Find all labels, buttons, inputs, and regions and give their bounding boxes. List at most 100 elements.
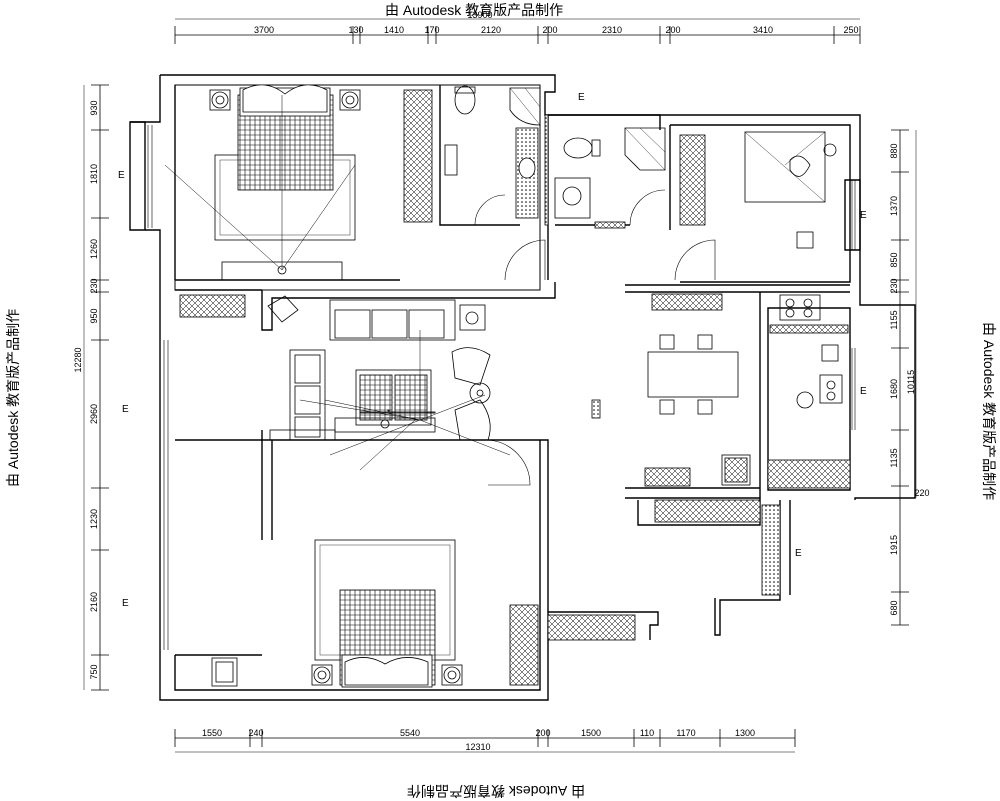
svg-text:E: E: [860, 210, 867, 221]
svg-text:1300: 1300: [735, 728, 755, 738]
svg-text:230: 230: [89, 278, 99, 293]
svg-text:12280: 12280: [73, 347, 83, 372]
svg-text:E: E: [122, 404, 129, 415]
armchair: [451, 347, 491, 386]
nightstand-lamp-icon: [341, 91, 359, 109]
watermark-bottom: 由 Autodesk 教育版产品制作: [407, 783, 586, 799]
svg-text:250: 250: [843, 25, 858, 35]
door-swing: [474, 194, 506, 226]
dimension-right-labels: 880 1370 850 230 1155 1680 1135 220 1915…: [889, 143, 930, 615]
svg-text:1550: 1550: [202, 728, 222, 738]
master-bedroom: [164, 84, 433, 281]
svg-text:200: 200: [535, 728, 550, 738]
person-icon: [796, 391, 814, 409]
svg-text:880: 880: [889, 143, 899, 158]
dimension-bottom-labels: 1550 240 5540 200 1500 110 1170 1300 123…: [202, 728, 755, 752]
dimension-left: [83, 84, 109, 691]
side-table-round: [469, 382, 491, 404]
watermark-left: 由 Autodesk 教育版产品制作: [5, 308, 21, 487]
cabinet: [644, 467, 691, 487]
svg-text:170: 170: [424, 25, 439, 35]
nightstand-lamp-icon: [313, 666, 331, 684]
lower-cabinets: [767, 459, 851, 489]
fridge: [721, 454, 751, 486]
bedroom-2: [211, 539, 539, 688]
svg-text:E: E: [118, 170, 125, 181]
svg-text:2160: 2160: [89, 592, 99, 612]
side-table: [459, 304, 486, 331]
svg-text:1680: 1680: [889, 379, 899, 399]
kitchen-sink-icon: [819, 374, 843, 404]
dimension-top: [174, 18, 861, 44]
dimension-top-labels: 13900 3700 130 1410 170 2120 200 2310 20…: [254, 10, 859, 35]
svg-text:E: E: [860, 386, 867, 397]
svg-text:110: 110: [640, 728, 654, 738]
dimension-bottom: [174, 729, 796, 753]
wardrobe: [403, 89, 433, 223]
svg-text:240: 240: [248, 728, 263, 738]
dining-area: [547, 293, 761, 641]
sink-icon: [562, 186, 582, 206]
svg-text:230: 230: [889, 278, 899, 293]
svg-text:1230: 1230: [89, 509, 99, 529]
washbasin: [211, 657, 238, 687]
stove-icon: [779, 294, 821, 321]
svg-text:12310: 12310: [465, 742, 490, 752]
door-swing: [487, 439, 531, 486]
living-room: [179, 294, 531, 486]
sofa: [329, 299, 456, 341]
tv-console: [387, 409, 390, 412]
bed: [744, 131, 826, 203]
door-swing: [504, 239, 546, 281]
armchair: [454, 399, 491, 441]
toilet-icon: [563, 137, 593, 159]
svg-text:3700: 3700: [254, 25, 274, 35]
walls: [129, 74, 916, 701]
svg-text:950: 950: [89, 308, 99, 323]
svg-text:E: E: [578, 92, 585, 103]
svg-text:1410: 1410: [384, 25, 404, 35]
door-swing: [629, 189, 666, 226]
svg-text:1915: 1915: [889, 535, 899, 555]
svg-text:1500: 1500: [581, 728, 601, 738]
sideboard: [651, 293, 723, 311]
balcony: [544, 114, 781, 596]
cabinet: [654, 499, 761, 523]
dimension-left-labels: 930 1810 1260 230 950 2960 1230 2160 750…: [73, 100, 99, 679]
svg-text:680: 680: [889, 600, 899, 615]
nightstand-lamp-icon: [211, 91, 229, 109]
svg-text:E: E: [795, 548, 802, 559]
kitchen: [767, 294, 851, 489]
toilet-icon: [454, 85, 476, 115]
svg-text:1135: 1135: [889, 448, 899, 467]
svg-text:1810: 1810: [89, 164, 99, 184]
sink-icon: [518, 157, 536, 179]
svg-text:1155: 1155: [889, 310, 899, 329]
door-swing: [674, 239, 716, 281]
nightstand-lamp-icon: [443, 666, 461, 684]
dining-table: [647, 351, 739, 398]
tv-cabinet: [221, 261, 343, 281]
coffee-table: [355, 369, 432, 426]
svg-text:1170: 1170: [676, 728, 695, 738]
svg-text:130: 130: [348, 25, 363, 35]
svg-text:850: 850: [889, 252, 899, 267]
bathroom-1: [444, 85, 541, 226]
dimension-right: [891, 129, 917, 626]
tv-cabinet: [359, 411, 436, 414]
watermark-right: 由 Autodesk 教育版产品制作: [981, 322, 997, 501]
svg-text:930: 930: [89, 100, 99, 115]
svg-text:1260: 1260: [89, 239, 99, 259]
svg-text:750: 750: [89, 664, 99, 679]
svg-text:E: E: [122, 598, 129, 609]
wardrobe: [509, 604, 539, 686]
svg-text:200: 200: [542, 25, 557, 35]
elevation-marks: E E E E E E E: [118, 92, 867, 609]
svg-text:3410: 3410: [753, 25, 773, 35]
wardrobe: [679, 134, 706, 226]
bedroom-3: [674, 131, 837, 281]
tv-cabinet: [179, 294, 246, 318]
sink-cabinet: [554, 177, 591, 219]
watermark-top: 由 Autodesk 教育版产品制作: [385, 2, 564, 18]
